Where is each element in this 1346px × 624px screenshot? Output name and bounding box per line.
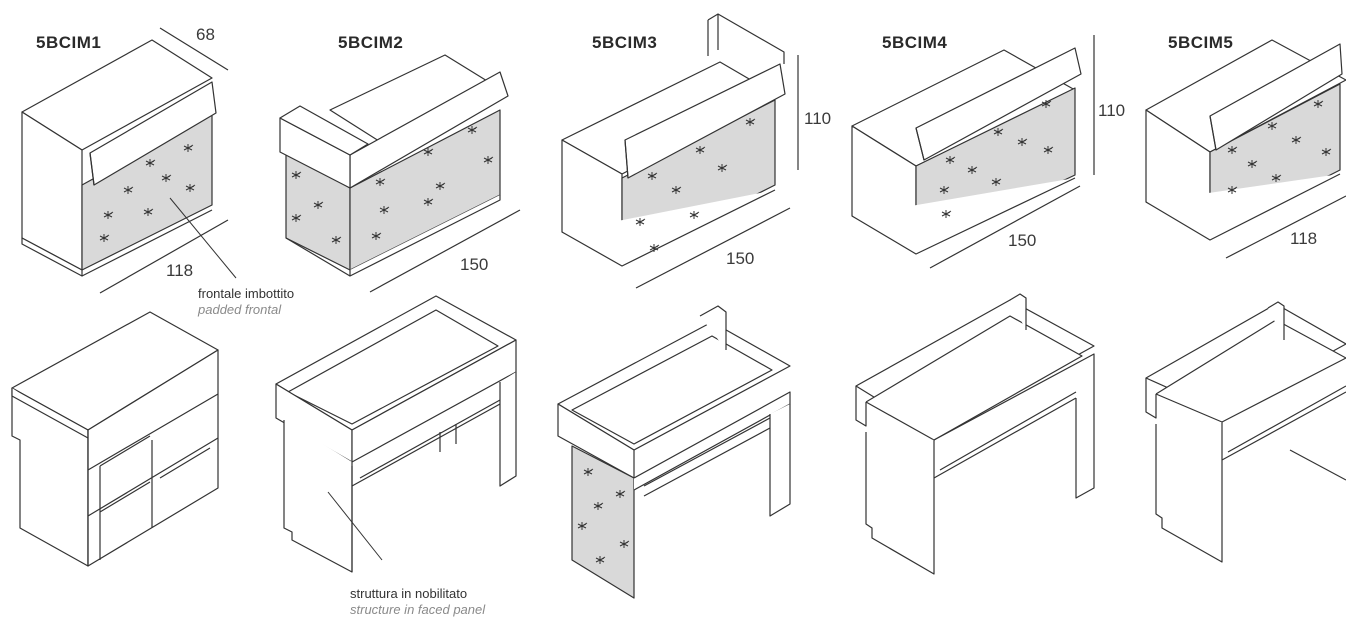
dim-width-4: 150 — [1008, 231, 1036, 250]
model-5bcim3-front — [561, 13, 799, 289]
model-code-3: 5BCIM3 — [592, 33, 657, 52]
model-5bcim3-rear — [557, 305, 791, 599]
padded-callout-en: padded frontal — [197, 302, 282, 317]
model-code-5: 5BCIM5 — [1168, 33, 1233, 52]
model-5bcim2-rear — [275, 295, 517, 573]
dim-width-2: 150 — [460, 255, 488, 274]
model-5bcim4-rear — [855, 293, 1095, 575]
padded-callout-leader — [169, 197, 237, 279]
model-code-2: 5BCIM2 — [338, 33, 403, 52]
model-5bcim4-front — [851, 35, 1095, 269]
structure-callout-en: structure in faced panel — [350, 602, 486, 617]
model-5bcim5-rear — [1145, 301, 1346, 563]
dim-width-5: 118 — [1290, 229, 1317, 248]
model-5bcim1-rear — [11, 311, 219, 567]
dim-width-1: 118 — [166, 261, 193, 280]
dim-width-3: 150 — [726, 249, 754, 268]
padded-callout-it: frontale imbottito — [198, 286, 294, 301]
structure-callout-it: struttura in nobilitato — [350, 586, 467, 601]
dim-depth-1: 68 — [196, 25, 215, 44]
model-code-1: 5BCIM1 — [36, 33, 101, 52]
model-5bcim5-front — [1145, 39, 1346, 259]
model-5bcim2-front — [279, 54, 521, 293]
dim-height-3: 110 — [804, 109, 831, 128]
model-code-4: 5BCIM4 — [882, 33, 947, 52]
dim-height-4: 110 — [1098, 101, 1125, 120]
model-5bcim1-front — [21, 27, 229, 294]
structure-callout-leader — [327, 491, 383, 561]
